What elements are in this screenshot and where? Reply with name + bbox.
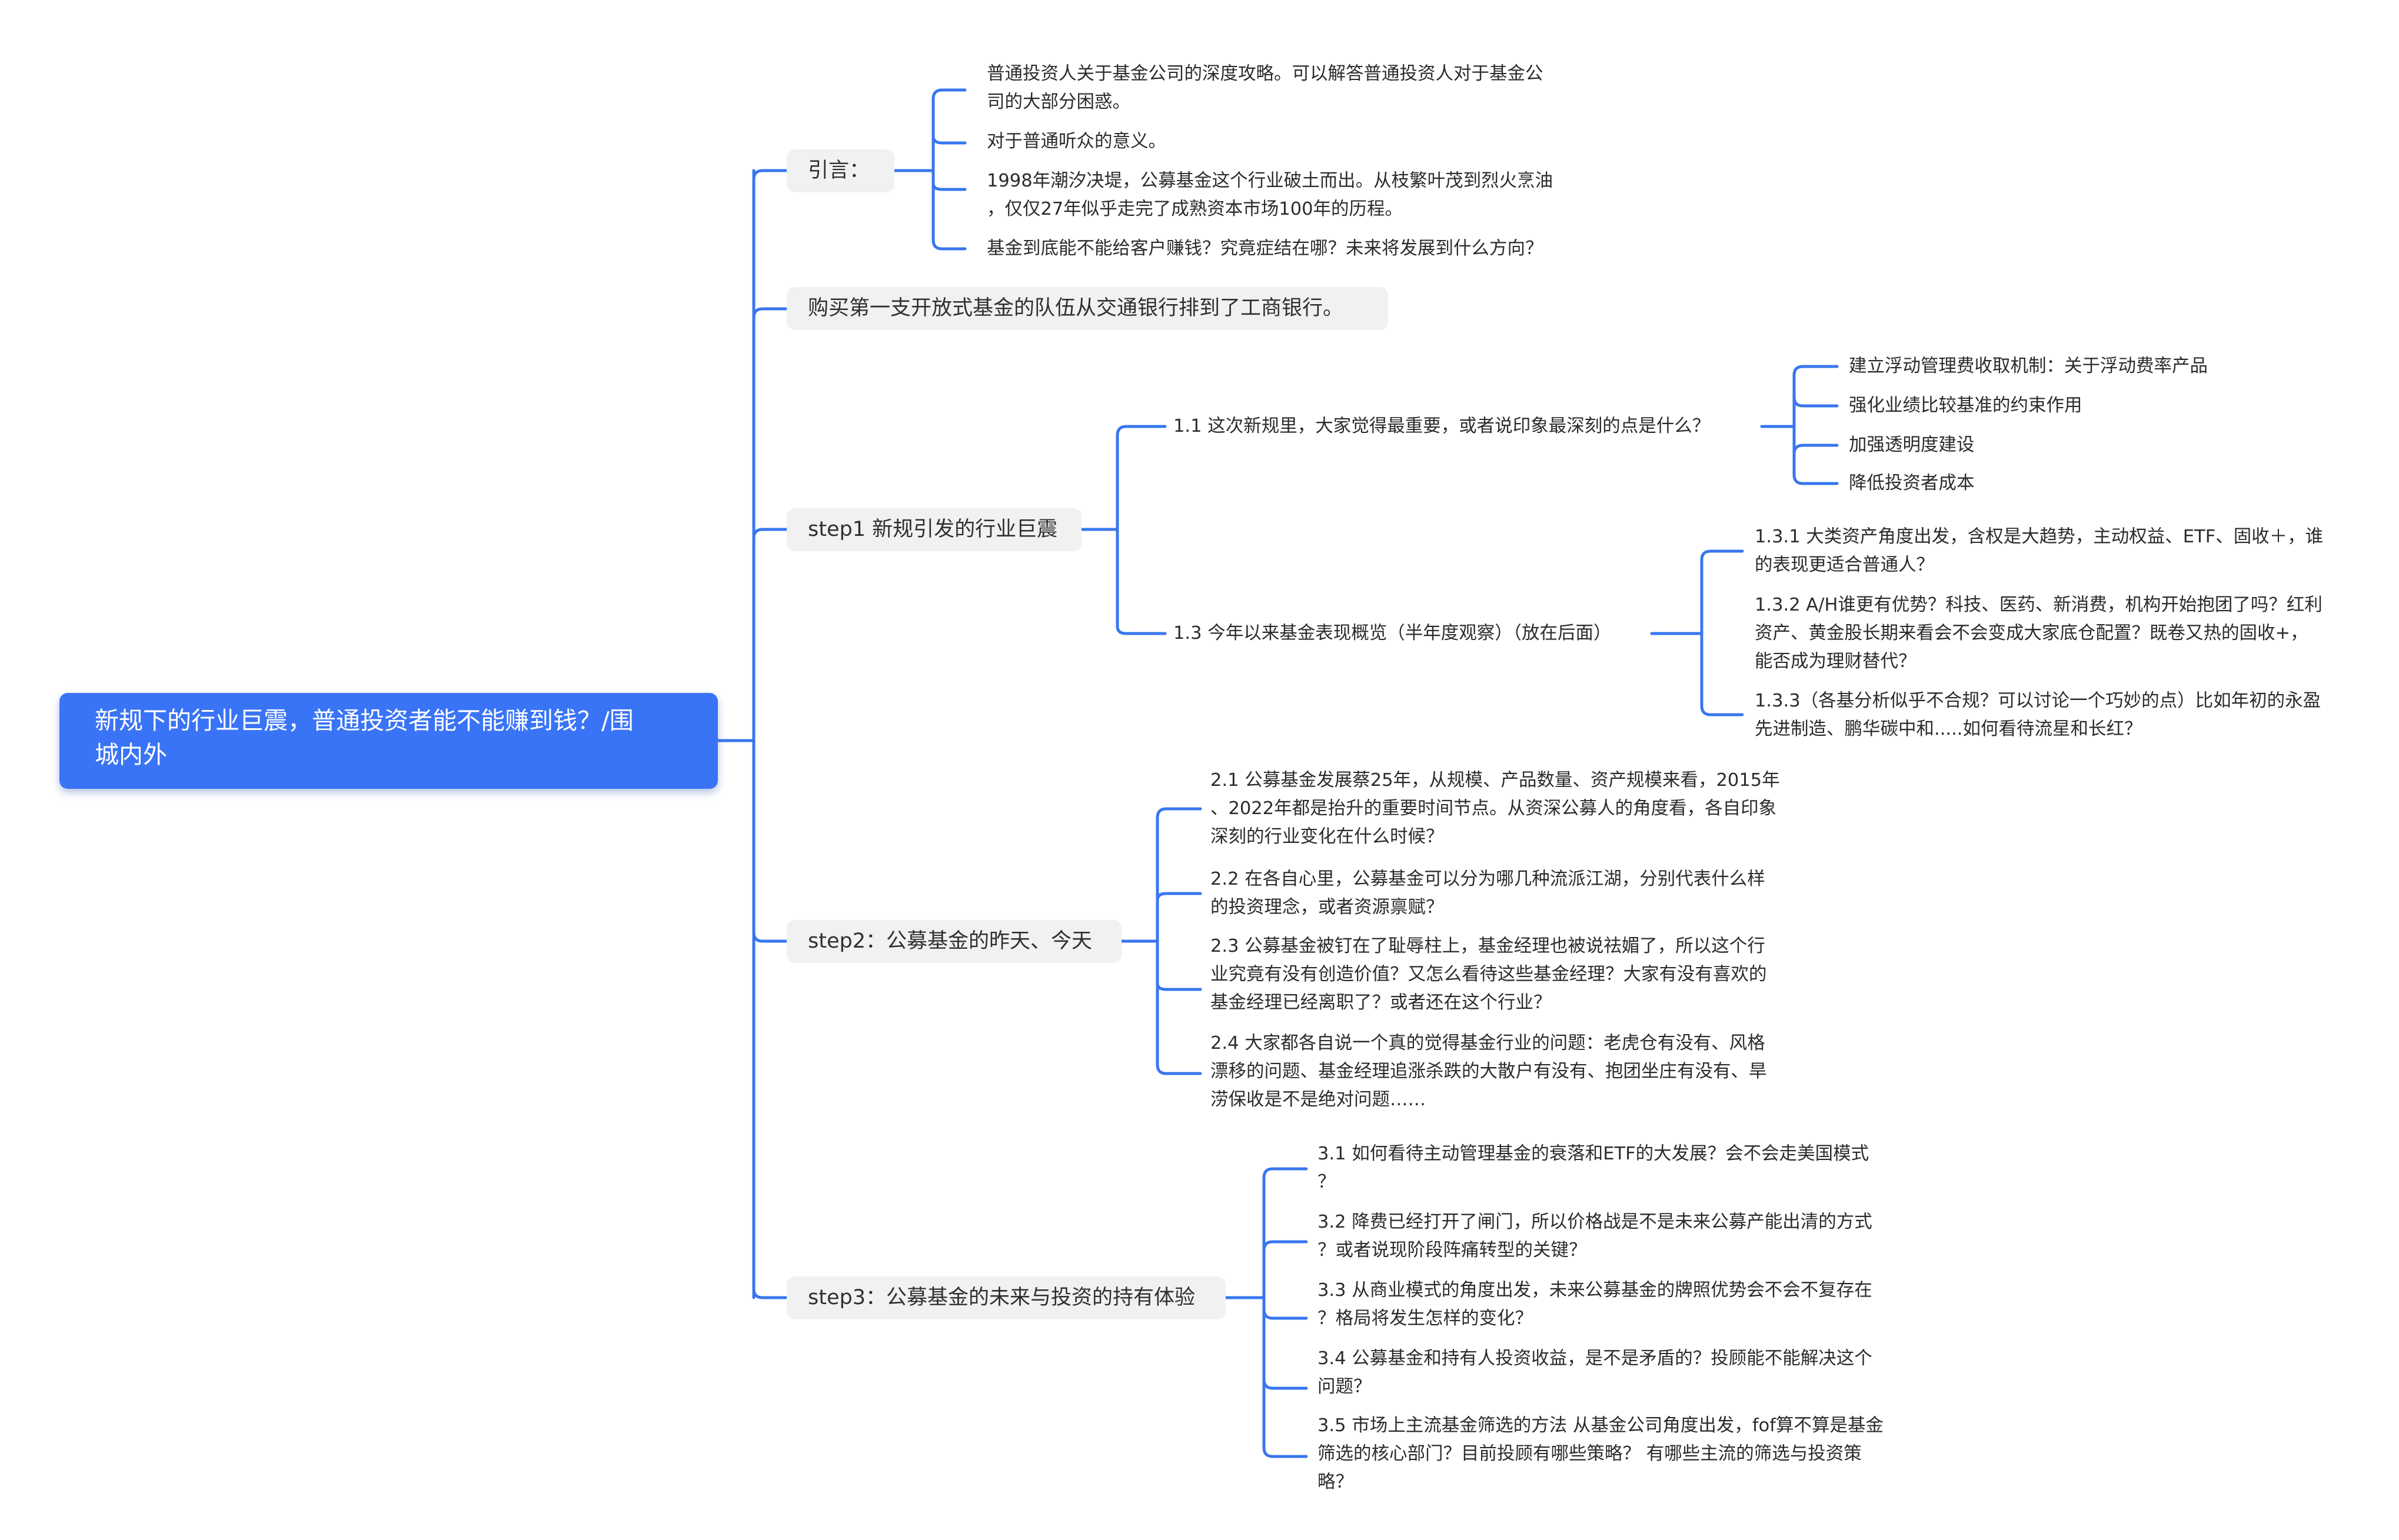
- step3-item-5-line-1: 3.5 市场上主流基金筛选的方法 从基金公司角度出发，fof算不算是基金: [1317, 1415, 1884, 1436]
- root-title-line-2: 城内外: [95, 741, 167, 769]
- branch-step1[interactable]: step1 新规引发的行业巨震: [787, 508, 1082, 551]
- q11-item-1[interactable]: 建立浮动管理费收取机制：关于浮动费率产品: [1849, 352, 2208, 381]
- step2-item-4[interactable]: 2.4 大家都各自说一个真的觉得基金行业的问题：老虎仓有没有、风格 漂移的问题、…: [1210, 1029, 1767, 1114]
- step1-q11[interactable]: 1.1 这次新规里，大家觉得最重要，或者说印象最深刻的点是什么？: [1173, 412, 1710, 441]
- q13-item-3-line-2: 先进制造、鹏华碳中和.....如何看待流星和长红？: [1755, 719, 2142, 739]
- step3-item-2-line-2: ？或者说现阶段阵痛转型的关键？: [1317, 1240, 1587, 1261]
- intro-item-2-line-1: 对于普通听众的意义。: [987, 131, 1166, 152]
- branch-intro[interactable]: 引言：: [787, 149, 894, 192]
- step3-item-4[interactable]: 3.4 公募基金和持有人投资收益，是不是矛盾的？投顾能不能解决这个 问题？: [1317, 1345, 1872, 1401]
- branch-step2[interactable]: step2：公募基金的昨天、今天: [787, 920, 1122, 963]
- branch-intro-label: 引言：: [808, 159, 870, 182]
- q13-item-3[interactable]: 1.3.3（各基分析似乎不合规？可以讨论一个巧妙的点）比如年初的永盈 先进制造、…: [1755, 687, 2321, 744]
- q13-item-2[interactable]: 1.3.2 A/H谁更有优势？科技、医药、新消费，机构开始抱团了吗？红利 资产、…: [1755, 591, 2323, 676]
- q11-bracket: [1760, 365, 1839, 485]
- step3-item-5-line-2: 筛选的核心部门？目前投顾有哪些策略？ 有哪些主流的筛选与投资策: [1317, 1444, 1862, 1464]
- branch-queue[interactable]: 购买第一支开放式基金的队伍从交通银行排到了工商银行。: [787, 287, 1388, 330]
- q11-item-1-text: 建立浮动管理费收取机制：关于浮动费率产品: [1849, 356, 2208, 376]
- step1-q11-label: 1.1 这次新规里，大家觉得最重要，或者说印象最深刻的点是什么？: [1173, 416, 1711, 436]
- branch-queue-label: 购买第一支开放式基金的队伍从交通银行排到了工商银行。: [808, 296, 1344, 320]
- branch-step2-label: step2：公募基金的昨天、今天: [808, 929, 1092, 953]
- q11-item-4-text: 降低投资者成本: [1849, 473, 1975, 494]
- q13-item-1-line-1: 1.3.1 大类资产角度出发，含权是大趋势，主动权益、ETF、固收＋，谁: [1755, 526, 2324, 547]
- step3-item-5-line-3: 略？: [1317, 1472, 1353, 1492]
- step3-bracket: [1224, 1167, 1308, 1458]
- intro-item-1-line-1: 普通投资人关于基金公司的深度攻略。可以解答普通投资人对于基金公: [987, 64, 1543, 84]
- step1-q13[interactable]: 1.3 今年以来基金表现概览（半年度观察）（放在后面）: [1173, 619, 1611, 648]
- step3-item-3-line-2: ？格局将发生怎样的变化？: [1317, 1308, 1533, 1329]
- q13-item-3-line-1: 1.3.3（各基分析似乎不合规？可以讨论一个巧妙的点）比如年初的永盈: [1755, 691, 2321, 711]
- branch-step3[interactable]: step3：公募基金的未来与投资的持有体验: [787, 1276, 1226, 1319]
- step2-item-2-line-1: 2.2 在各自心里，公募基金可以分为哪几种流派江湖，分别代表什么样: [1210, 869, 1765, 889]
- intro-item-2[interactable]: 对于普通听众的意义。: [987, 128, 1166, 156]
- root-to-intro: [744, 169, 788, 742]
- root-to-queue: [752, 307, 788, 319]
- step2-item-1-line-2: 、2022年都是抬升的重要时间节点。从资深公募人的角度看，各自印象: [1210, 798, 1777, 819]
- step2-item-4-line-2: 漂移的问题、基金经理追涨杀跌的大散户有没有、抱团坐庄有没有、旱: [1210, 1061, 1767, 1082]
- step3-item-1[interactable]: 3.1 如何看待主动管理基金的衰落和ETF的大发展？会不会走美国模式 ？: [1317, 1140, 1869, 1196]
- q11-item-2-text: 强化业绩比较基准的约束作用: [1849, 395, 2082, 416]
- step1-q13-label: 1.3 今年以来基金表现概览（半年度观察）（放在后面）: [1173, 623, 1612, 644]
- step3-item-3-line-1: 3.3 从商业模式的角度出发，未来公募基金的牌照优势会不会不复存在: [1317, 1280, 1872, 1301]
- step2-item-4-line-1: 2.4 大家都各自说一个真的觉得基金行业的问题：老虎仓有没有、风格: [1210, 1033, 1765, 1054]
- root-topic[interactable]: 新规下的行业巨震，普通投资者能不能赚到钱？/围 城内外: [59, 693, 718, 789]
- q13-item-2-line-2: 资产、黄金股长期来看会不会变成大家底仓配置？既卷又热的固收+，: [1755, 623, 2308, 644]
- intro-item-4-line-1: 基金到底能不能给客户赚钱？究竟症结在哪？未来将发展到什么方向？: [987, 238, 1543, 259]
- step2-bracket: [1120, 807, 1202, 1075]
- step2-item-4-line-3: 涝保收是不是绝对问题……: [1210, 1089, 1426, 1110]
- intro-item-3-line-1: 1998年潮汐决堤，公募基金这个行业破土而出。从枝繁叶茂到烈火烹油: [987, 171, 1553, 191]
- q11-item-3-text: 加强透明度建设: [1849, 435, 1975, 455]
- step3-item-4-line-2: 问题？: [1317, 1376, 1372, 1397]
- q11-item-3[interactable]: 加强透明度建设: [1849, 431, 1975, 459]
- q11-item-4[interactable]: 降低投资者成本: [1849, 469, 1975, 498]
- q13-bracket: [1650, 549, 1744, 716]
- q13-item-2-line-3: 能否成为理财替代？: [1755, 651, 1916, 672]
- step2-item-3[interactable]: 2.3 公募基金被钉在了耻辱柱上，基金经理也被说祛媚了，所以这个行 业究竟有没有…: [1210, 932, 1767, 1017]
- root-title-line-1: 新规下的行业巨震，普通投资者能不能赚到钱？/围: [95, 706, 634, 735]
- step3-item-3[interactable]: 3.3 从商业模式的角度出发，未来公募基金的牌照优势会不会不复存在 ？格局将发生…: [1317, 1276, 1872, 1333]
- branch-step1-label: step1 新规引发的行业巨震: [808, 518, 1058, 541]
- step2-item-1-line-3: 深刻的行业变化在什么时候？: [1210, 826, 1444, 847]
- step3-item-4-line-1: 3.4 公募基金和持有人投资收益，是不是矛盾的？投顾能不能解决这个: [1317, 1348, 1872, 1369]
- step3-item-5[interactable]: 3.5 市场上主流基金筛选的方法 从基金公司角度出发，fof算不算是基金 筛选的…: [1317, 1412, 1884, 1496]
- step2-item-1-line-1: 2.1 公募基金发展蔡25年，从规模、产品数量、资产规模来看，2015年: [1210, 770, 1780, 791]
- step3-item-1-line-2: ？: [1317, 1172, 1336, 1192]
- step3-item-1-line-1: 3.1 如何看待主动管理基金的衰落和ETF的大发展？会不会走美国模式: [1317, 1144, 1869, 1164]
- step2-item-2[interactable]: 2.2 在各自心里，公募基金可以分为哪几种流派江湖，分别代表什么样 的投资理念，…: [1210, 865, 1765, 922]
- q11-item-2[interactable]: 强化业绩比较基准的约束作用: [1849, 392, 2082, 420]
- intro-item-1-line-2: 司的大部分困惑。: [987, 92, 1130, 112]
- step2-item-1[interactable]: 2.1 公募基金发展蔡25年，从规模、产品数量、资产规模来看，2015年 、20…: [1210, 766, 1780, 851]
- branch-step3-label: step3：公募基金的未来与投资的持有体验: [808, 1286, 1195, 1309]
- step2-item-3-line-1: 2.3 公募基金被钉在了耻辱柱上，基金经理也被说祛媚了，所以这个行: [1210, 936, 1765, 956]
- q13-item-1[interactable]: 1.3.1 大类资产角度出发，含权是大趋势，主动权益、ETF、固收＋，谁 的表现…: [1755, 523, 2323, 579]
- step2-item-3-line-3: 基金经理已经离职了？或者还在这个行业？: [1210, 992, 1552, 1013]
- intro-item-4[interactable]: 基金到底能不能给客户赚钱？究竟症结在哪？未来将发展到什么方向？: [987, 235, 1543, 263]
- root-to-step3: [752, 1287, 788, 1299]
- root-to-step1: [752, 528, 788, 540]
- q13-item-2-line-1: 1.3.2 A/H谁更有优势？科技、医药、新消费，机构开始抱团了吗？红利: [1755, 595, 2323, 615]
- step3-item-2-line-1: 3.2 降费已经打开了闸门，所以价格战是不是未来公募产能出清的方式: [1317, 1212, 1872, 1232]
- root-to-step2: [752, 931, 788, 943]
- q13-item-1-line-2: 的表现更适合普通人？: [1755, 555, 1934, 575]
- step3-item-2[interactable]: 3.2 降费已经打开了闸门，所以价格战是不是未来公募产能出清的方式 ？或者说现阶…: [1317, 1208, 1872, 1265]
- intro-item-1[interactable]: 普通投资人关于基金公司的深度攻略。可以解答普通投资人对于基金公 司的大部分困惑。: [987, 60, 1543, 116]
- intro-item-3-line-2: ，仅仅27年似乎走完了成熟资本市场100年的历程。: [987, 199, 1403, 219]
- step2-item-3-line-2: 业究竟有没有创造价值？又怎么看待这些基金经理？大家有没有喜欢的: [1210, 964, 1767, 985]
- step1-bracket: [1080, 425, 1167, 635]
- step2-item-2-line-2: 的投资理念，或者资源禀赋？: [1210, 897, 1444, 918]
- intro-item-3[interactable]: 1998年潮汐决堤，公募基金这个行业破土而出。从枝繁叶茂到烈火烹油 ，仅仅27年…: [987, 167, 1553, 224]
- intro-bracket: [893, 88, 967, 251]
- root-spine: [716, 169, 756, 1299]
